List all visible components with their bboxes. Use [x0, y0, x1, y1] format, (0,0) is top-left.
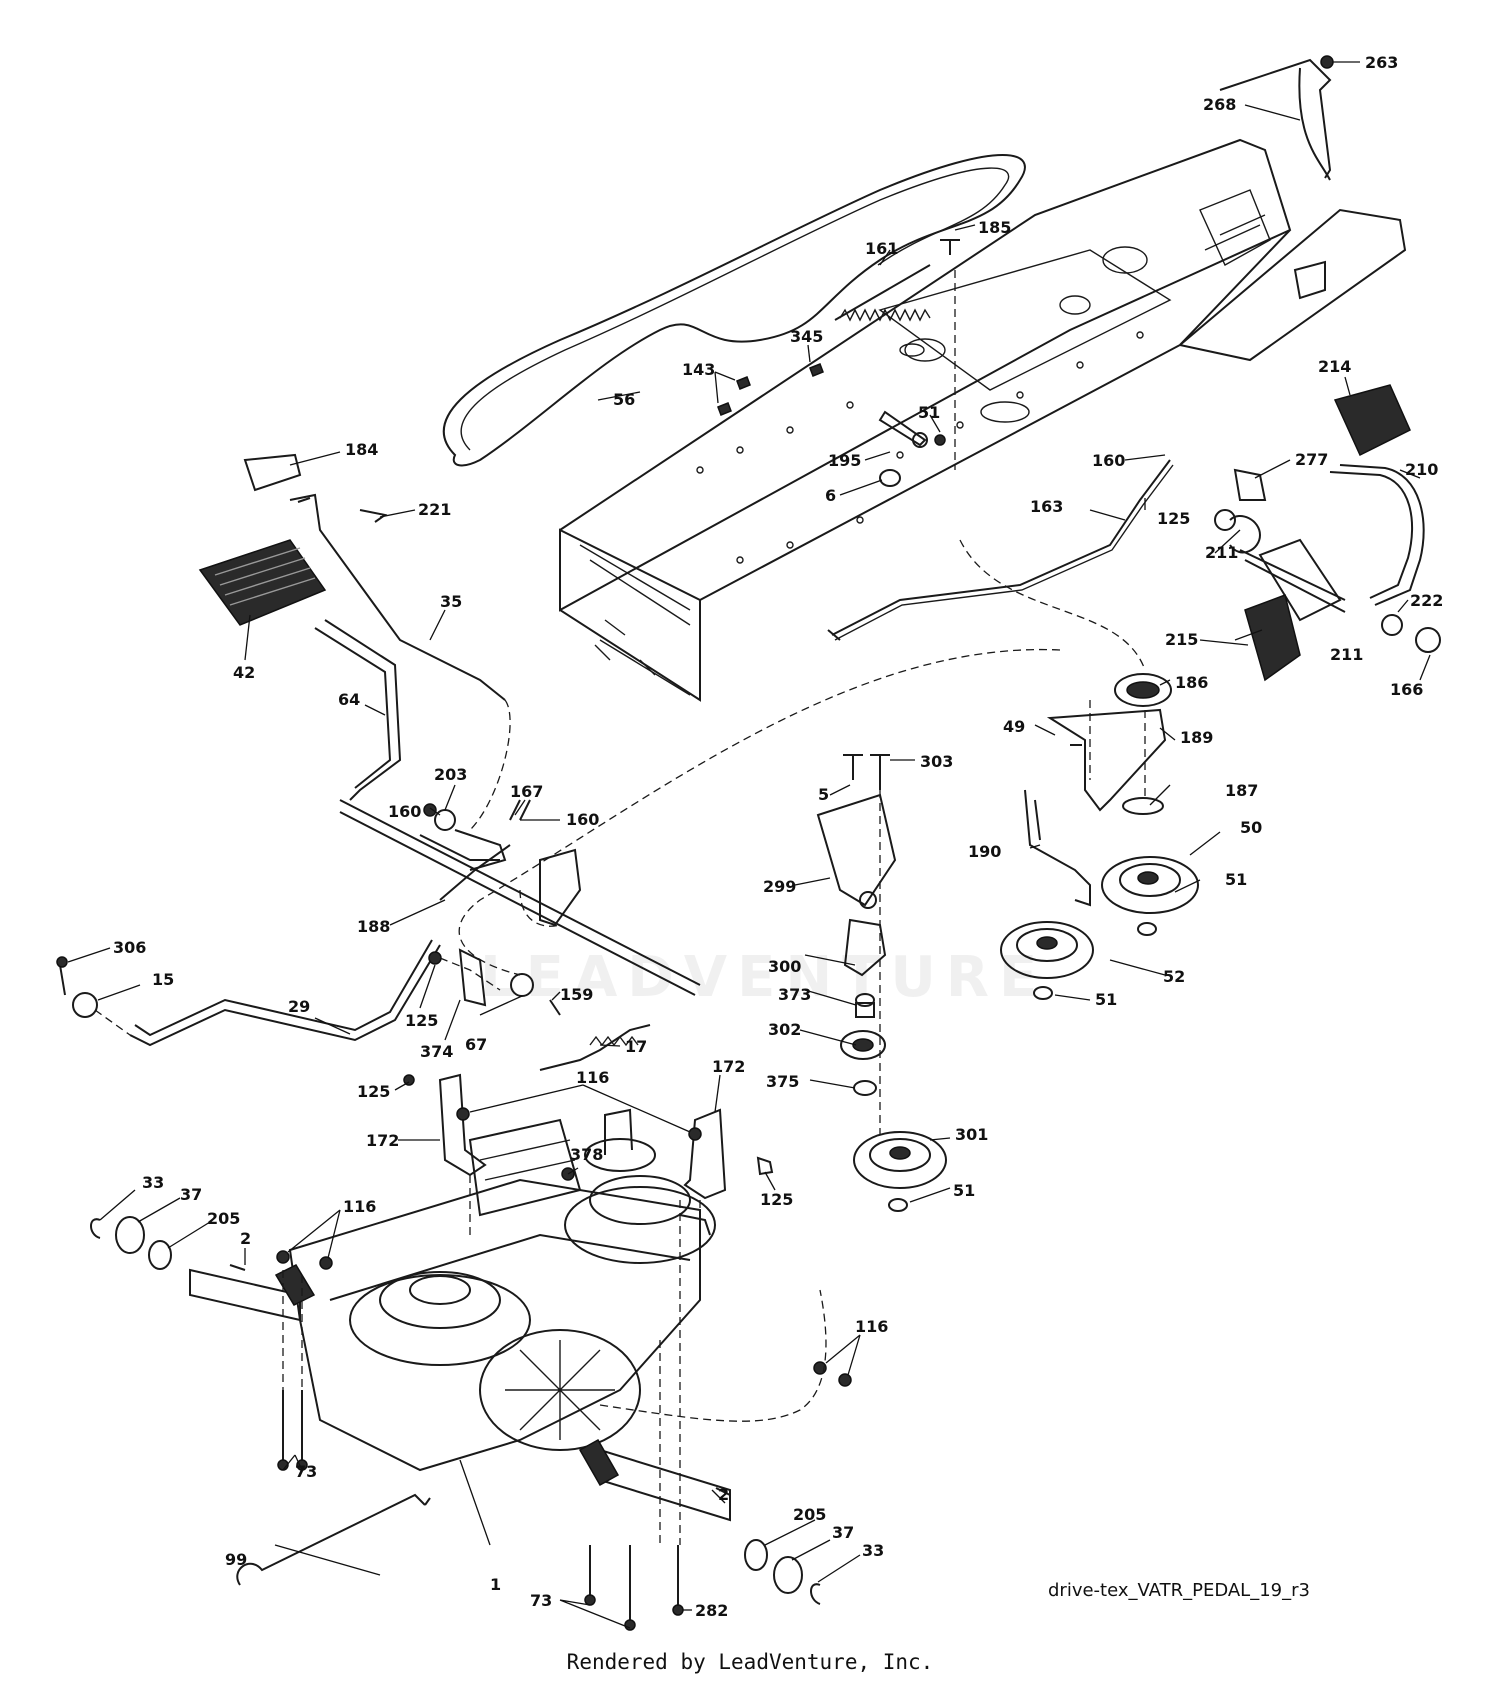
label-195: 195 — [828, 451, 861, 470]
drive-belt — [442, 154, 1026, 467]
label-277: 277 — [1295, 450, 1328, 469]
label-161: 161 — [865, 239, 898, 258]
label-51d: 51 — [953, 1181, 975, 1200]
label-186: 186 — [1175, 673, 1208, 692]
axle-brackets — [403, 1073, 774, 1200]
label-51b: 51 — [1225, 870, 1247, 889]
label-214: 214 — [1318, 357, 1351, 376]
label-125d: 125 — [760, 1190, 793, 1209]
pivot-hardware — [419, 799, 582, 927]
label-67: 67 — [465, 1035, 487, 1054]
label-215: 215 — [1165, 630, 1198, 649]
label-125a: 125 — [1157, 509, 1190, 528]
label-163: 163 — [1030, 497, 1063, 516]
label-187: 187 — [1225, 781, 1258, 800]
speed-pedal-assembly — [1214, 384, 1441, 682]
label-73b: 73 — [530, 1591, 552, 1610]
label-51a: 51 — [918, 403, 940, 422]
label-303: 303 — [920, 752, 953, 771]
label-37a: 37 — [180, 1185, 202, 1204]
leader-lines — [67, 61, 1431, 1629]
label-221: 221 — [418, 500, 451, 519]
label-184: 184 — [345, 440, 378, 459]
diagram-id: drive-tex_VATR_PEDAL_19_r3 — [1048, 1580, 1310, 1601]
brake-pedal-assembly — [198, 453, 701, 996]
spring-161 — [834, 264, 931, 322]
label-301: 301 — [955, 1125, 988, 1144]
label-37b: 37 — [832, 1523, 854, 1542]
label-49: 49 — [1003, 717, 1025, 736]
label-160c: 160 — [566, 810, 599, 829]
label-99: 99 — [225, 1550, 247, 1569]
label-1: 1 — [490, 1575, 501, 1594]
label-125b: 125 — [405, 1011, 438, 1030]
label-5: 5 — [818, 785, 829, 804]
label-167: 167 — [510, 782, 543, 801]
label-189: 189 — [1180, 728, 1213, 747]
label-375: 375 — [766, 1072, 799, 1091]
label-159: 159 — [560, 985, 593, 1004]
label-56: 56 — [613, 390, 635, 409]
label-172b: 172 — [366, 1131, 399, 1150]
label-33a: 33 — [142, 1173, 164, 1192]
idler-bracket — [816, 754, 897, 1096]
frame — [559, 138, 1407, 702]
label-143: 143 — [682, 360, 715, 379]
label-160b: 160 — [388, 802, 421, 821]
frame-hardware — [717, 55, 1334, 487]
label-268: 268 — [1203, 95, 1236, 114]
label-300: 300 — [768, 957, 801, 976]
label-299: 299 — [763, 877, 796, 896]
label-35: 35 — [440, 592, 462, 611]
part-labels: 263 268 185 161 345 143 56 51 195 6 214 … — [113, 53, 1443, 1620]
label-2a: 2 — [240, 1229, 251, 1248]
label-374: 374 — [420, 1042, 453, 1061]
axle-hardware — [90, 1167, 852, 1631]
label-210: 210 — [1405, 460, 1438, 479]
label-17: 17 — [625, 1037, 647, 1056]
label-263: 263 — [1365, 53, 1398, 72]
label-42: 42 — [233, 663, 255, 682]
label-373: 373 — [778, 985, 811, 1004]
label-302: 302 — [768, 1020, 801, 1039]
label-172a: 172 — [712, 1057, 745, 1076]
label-211a: 211 — [1205, 543, 1238, 562]
label-345: 345 — [790, 327, 823, 346]
label-33b: 33 — [862, 1541, 884, 1560]
label-378: 378 — [570, 1145, 603, 1164]
label-222: 222 — [1410, 591, 1443, 610]
watermark: LEADVENTURE — [480, 945, 1048, 1010]
label-282: 282 — [695, 1601, 728, 1620]
label-116c: 116 — [855, 1317, 888, 1336]
label-73a: 73 — [295, 1462, 317, 1481]
label-125c: 125 — [357, 1082, 390, 1101]
label-52: 52 — [1163, 967, 1185, 986]
label-188: 188 — [357, 917, 390, 936]
label-160a: 160 — [1092, 451, 1125, 470]
label-50: 50 — [1240, 818, 1262, 837]
label-205a: 205 — [207, 1209, 240, 1228]
rod-163 — [827, 459, 1174, 641]
label-116a: 116 — [576, 1068, 609, 1087]
idler-pulleys — [853, 673, 1199, 1212]
footer-credit: Rendered by LeadVenture, Inc. — [566, 1650, 934, 1674]
routing-lines — [94, 270, 1146, 1545]
label-116b: 116 — [343, 1197, 376, 1216]
lever-29 — [56, 939, 651, 1071]
label-185: 185 — [978, 218, 1011, 237]
label-190: 190 — [968, 842, 1001, 861]
transaxle — [189, 1108, 731, 1522]
label-29: 29 — [288, 997, 310, 1016]
label-205b: 205 — [793, 1505, 826, 1524]
label-6: 6 — [825, 486, 836, 505]
label-2b: 2 — [718, 1485, 729, 1504]
label-166: 166 — [1390, 680, 1423, 699]
label-64: 64 — [338, 690, 360, 709]
label-51c: 51 — [1095, 990, 1117, 1009]
label-211b: 211 — [1330, 645, 1363, 664]
label-306: 306 — [113, 938, 146, 957]
label-203: 203 — [434, 765, 467, 784]
label-15: 15 — [152, 970, 174, 989]
